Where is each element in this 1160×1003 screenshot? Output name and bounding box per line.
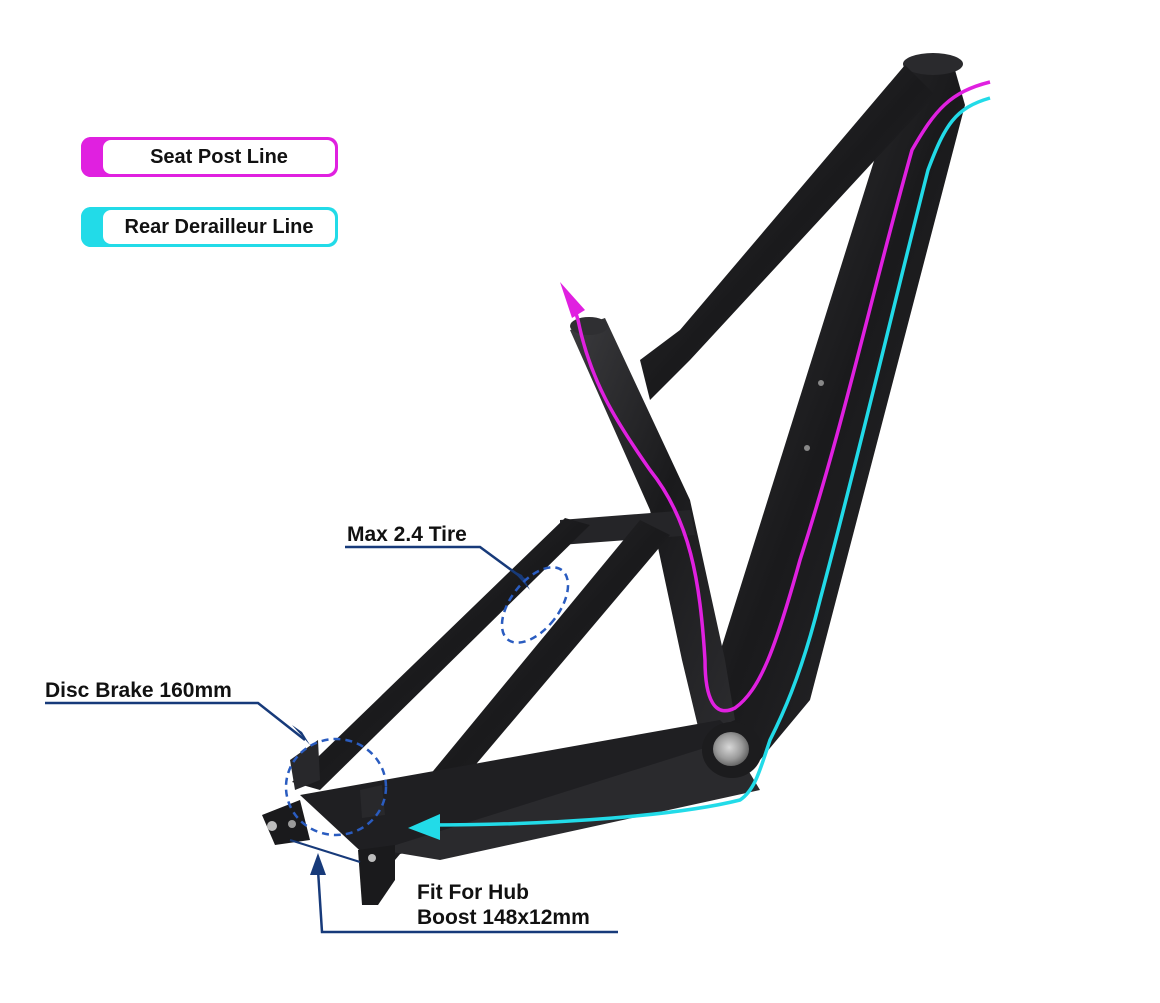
brake-callout-line (45, 701, 306, 741)
tire-marker-ellipse (500, 566, 570, 644)
tire-callout: Max 2.4 Tire (347, 523, 467, 546)
seat-stay-left (292, 518, 590, 790)
seat-tube (570, 318, 735, 735)
dropout-right (358, 845, 395, 905)
seat-post-cable-line (570, 80, 991, 713)
brake-mount-2 (360, 785, 385, 818)
brake-marker-ellipse (284, 737, 388, 837)
rear-derailleur-line-legend: Rear Derailleur Line (81, 207, 338, 247)
chain-stay-lower (380, 740, 760, 860)
brake-callout: Disc Brake 160mm (45, 679, 232, 702)
hub-bracket-line (289, 839, 361, 863)
seat-post-line-legend: Seat Post Line (81, 137, 338, 177)
hub-callout-line1: Fit For Hub (417, 881, 529, 904)
bottom-bracket-bore (713, 732, 749, 766)
arrow-head-icon (560, 282, 585, 318)
arrow-head-icon (512, 570, 530, 590)
seat-post-line-label: Seat Post Line (103, 140, 335, 174)
seat-tube-top (570, 317, 608, 335)
dropout-left (262, 800, 310, 845)
arrow-head-icon (408, 814, 440, 840)
arrow-head-icon (310, 853, 326, 875)
rear-derailleur-cable-line (429, 96, 991, 827)
hub-callout-line2: Boost 148x12mm (417, 906, 590, 929)
rear-derailleur-line-label: Rear Derailleur Line (103, 210, 335, 244)
tire-callout-line (345, 545, 526, 582)
down-tube (705, 62, 965, 760)
hub-callout-line (316, 869, 618, 934)
brake-mount (290, 740, 320, 790)
head-tube-top (903, 53, 963, 75)
arrow-head-icon (292, 725, 310, 745)
top-tube (640, 65, 935, 400)
